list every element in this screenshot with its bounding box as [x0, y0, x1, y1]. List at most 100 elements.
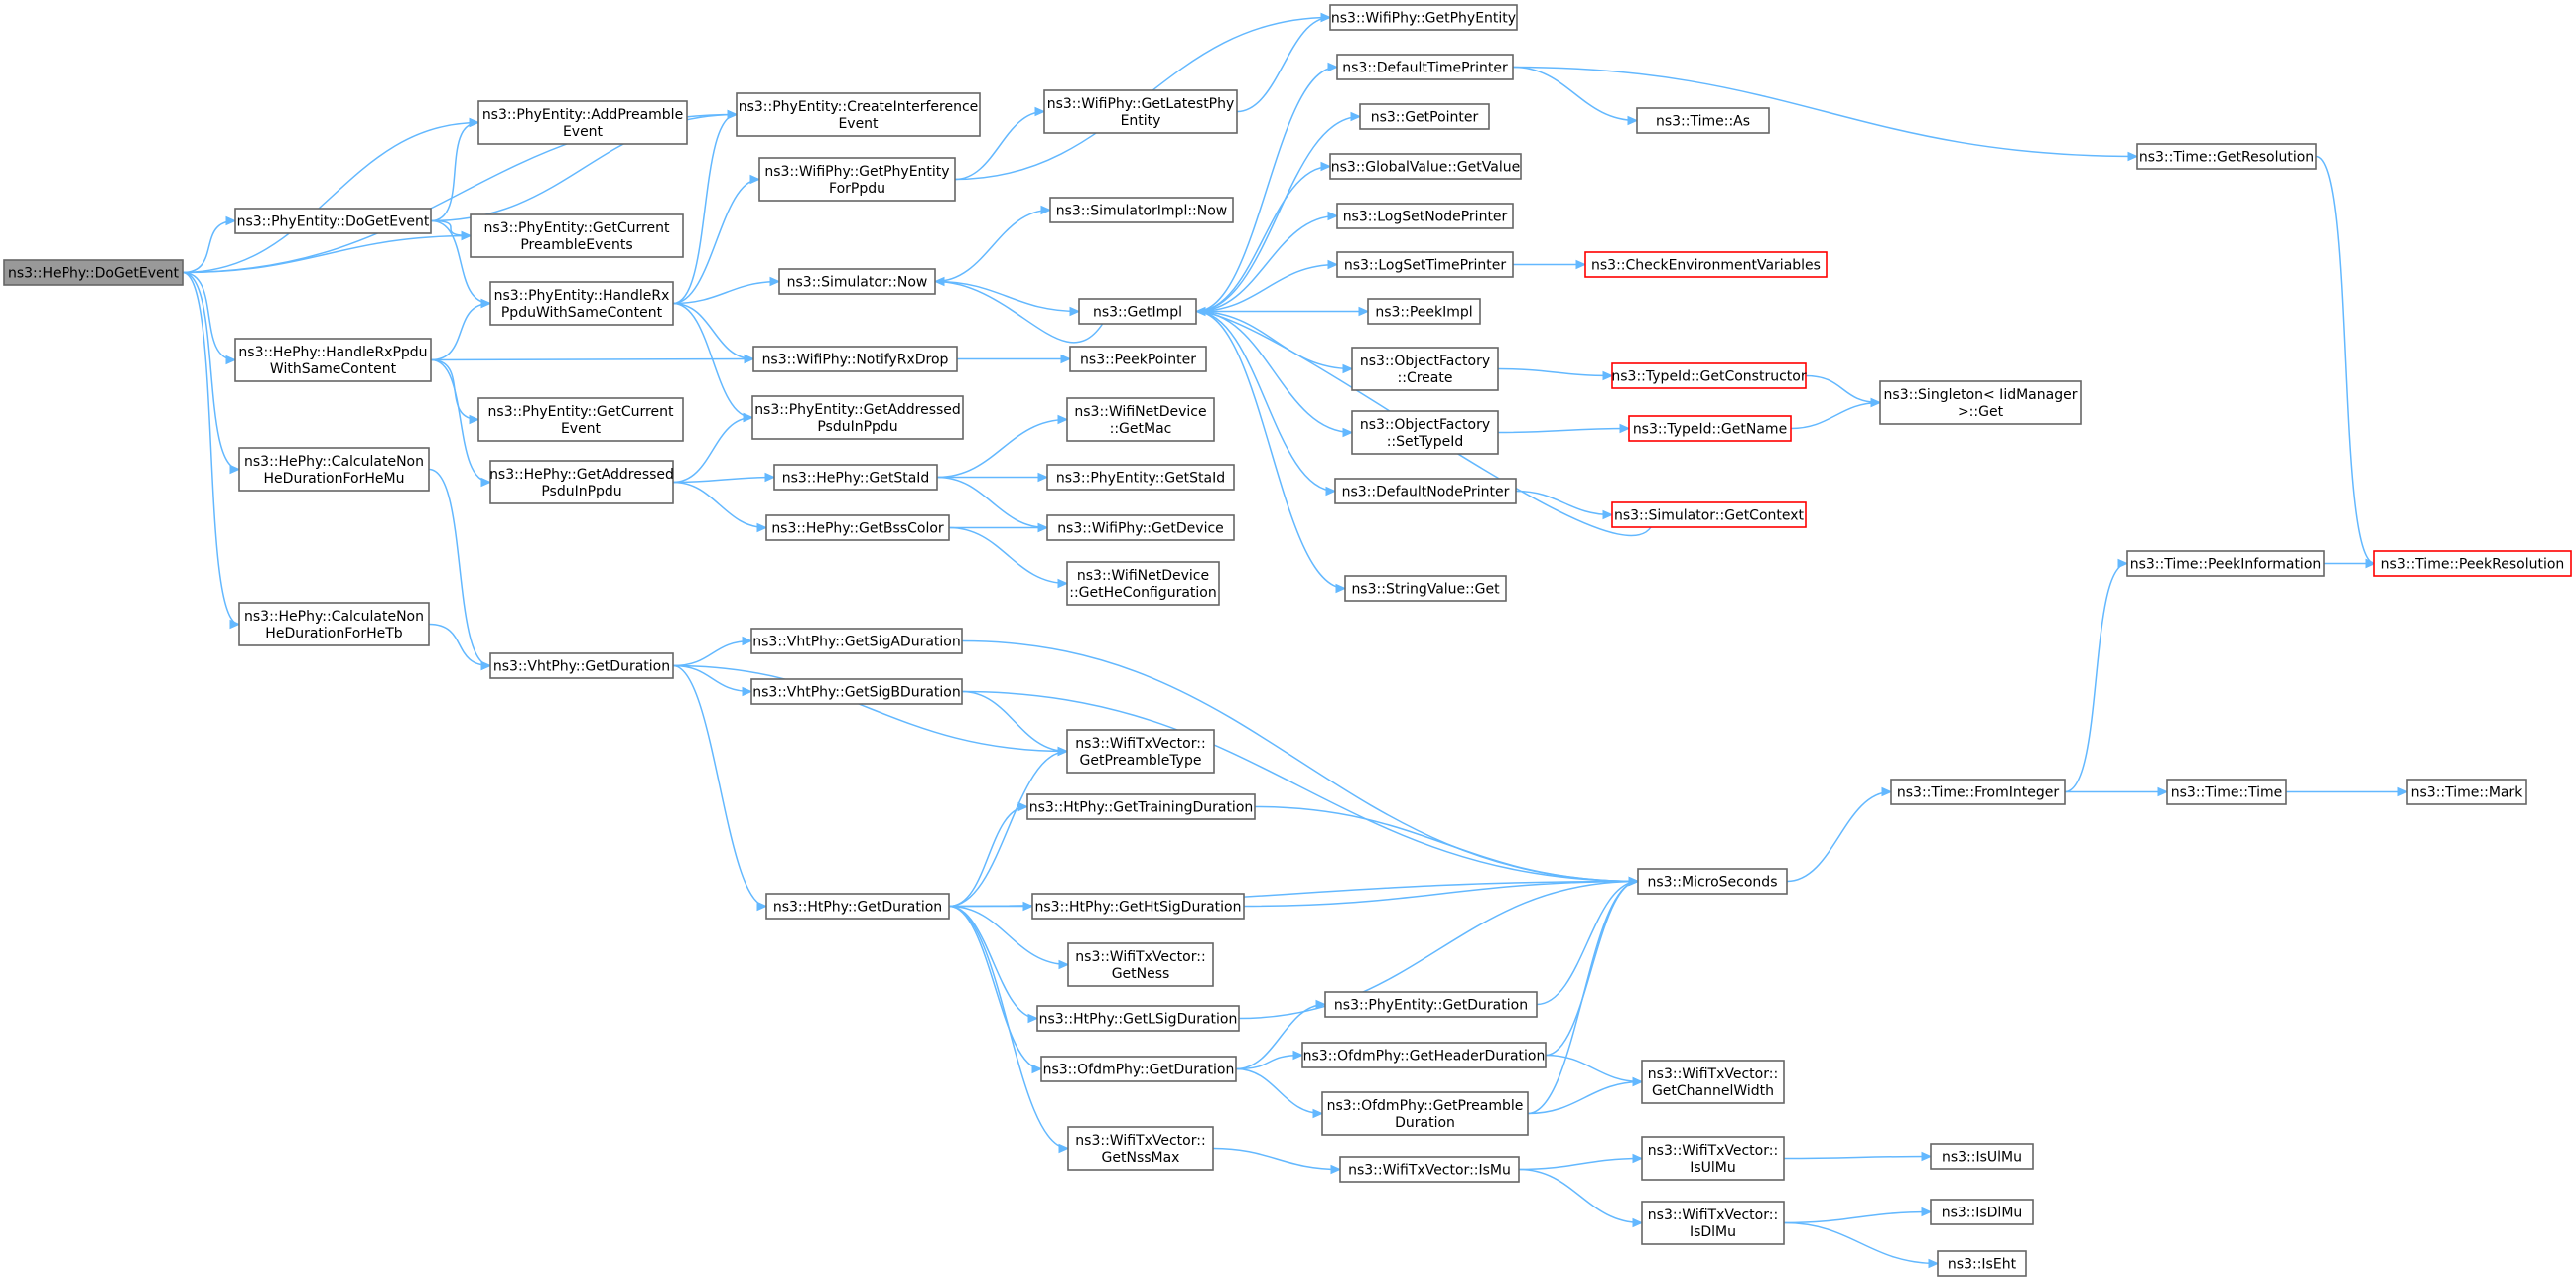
- node-ns3-htphy-gettrainingduration[interactable]: ns3::HtPhy::GetTrainingDuration: [1026, 793, 1256, 820]
- node-ns3-hephy-calculatenon-hedurationforhemu[interactable]: ns3::HePhy::CalculateNonHeDurationForHeM…: [238, 447, 430, 492]
- node-label: PpduWithSameContent: [501, 305, 663, 321]
- node-ns3-getimpl[interactable]: ns3::GetImpl: [1078, 298, 1197, 325]
- arrowhead: [2397, 786, 2409, 797]
- edge-ismu-to-isdlmu: [1518, 1168, 1643, 1224]
- node-ns3-vhtphy-getsigbduration[interactable]: ns3::VhtPhy::GetSigBDuration: [750, 678, 963, 705]
- node-ns3-wifitxvector-getnssmax[interactable]: ns3::WifiTxVector::GetNssMax: [1067, 1126, 1214, 1171]
- edge-htdur-to-pretype: [948, 750, 1068, 908]
- node-ns3-vhtphy-getsigaduration[interactable]: ns3::VhtPhy::GetSigADuration: [750, 628, 963, 654]
- node-ns3-globalvalue-getvalue[interactable]: ns3::GlobalValue::GetValue: [1329, 153, 1522, 180]
- node-ns3-wifiphy-getdevice[interactable]: ns3::WifiPhy::GetDevice: [1046, 514, 1235, 541]
- node-box: [238, 602, 430, 646]
- node-ns3-htphy-gethtsigduration[interactable]: ns3::HtPhy::GetHtSigDuration: [1031, 893, 1245, 920]
- node-ns3-singleton-iidmanager-get[interactable]: ns3::Singleton< IidManager>::Get: [1879, 380, 2082, 425]
- node-ns3-objectfactory-create[interactable]: ns3::ObjectFactory::Create: [1351, 347, 1499, 391]
- node-ns3-htphy-getlsigduration[interactable]: ns3::HtPhy::GetLSigDuration: [1036, 1005, 1240, 1032]
- node-label: ns3::VhtPhy::GetSigBDuration: [752, 685, 961, 701]
- node-ns3-ofdmphy-getduration[interactable]: ns3::OfdmPhy::GetDuration: [1040, 1056, 1237, 1082]
- node-ns3-isulmu[interactable]: ns3::IsUlMu: [1930, 1143, 2034, 1170]
- node-ns3-wifinetdevice-getmac[interactable]: ns3::WifiNetDevice::GetMac: [1066, 397, 1215, 442]
- node-ns3-wifitxvector-getpreambletype[interactable]: ns3::WifiTxVector::GetPreambleType: [1066, 729, 1215, 774]
- node-ns3-htphy-getduration[interactable]: ns3::HtPhy::GetDuration: [765, 893, 950, 920]
- edge-doget-to-addpre: [182, 121, 479, 274]
- node-box: [1628, 415, 1792, 442]
- node-ns3-getpointer[interactable]: ns3::GetPointer: [1359, 103, 1490, 130]
- edge-defnode-to-getctx: [1515, 490, 1613, 516]
- edge-lsig-to-micro: [1238, 880, 1639, 1020]
- node-ns3-logsettimeprinter[interactable]: ns3::LogSetTimePrinter: [1336, 251, 1514, 278]
- node-ns3-wifitxvector-isdlmu[interactable]: ns3::WifiTxVector::IsDlMu: [1641, 1201, 1785, 1245]
- node-ns3-time-frominteger[interactable]: ns3::Time::FromInteger: [1890, 779, 2066, 805]
- node-ns3-peekimpl[interactable]: ns3::PeekImpl: [1367, 298, 1481, 325]
- node-ns3-time-mark[interactable]: ns3::Time::Mark: [2406, 779, 2527, 805]
- arrowhead: [469, 414, 480, 425]
- node-ns3-microseconds[interactable]: ns3::MicroSeconds: [1637, 868, 1788, 895]
- node-ns3-peekpointer[interactable]: ns3::PeekPointer: [1069, 346, 1207, 372]
- node-ns3-wifiphy-notifyrxdrop[interactable]: ns3::WifiPhy::NotifyRxDrop: [752, 346, 958, 372]
- node-label: ns3::LogSetNodePrinter: [1343, 210, 1508, 225]
- node-ns3-typeid-getconstructor[interactable]: ns3::TypeId::GetConstructor: [1611, 362, 1807, 389]
- node-ns3-wifitxvector-getness[interactable]: ns3::WifiTxVector::GetNess: [1067, 942, 1214, 987]
- edge-getimpl-to-simnow: [934, 280, 1104, 344]
- node-ns3-phyentity-dogetevent[interactable]: ns3::PhyEntity::DoGetEvent: [234, 208, 432, 234]
- node-label: ::Create: [1398, 370, 1453, 386]
- edge-handle-to-createint: [672, 113, 738, 305]
- node-label: ns3::IsUlMu: [1942, 1150, 2022, 1166]
- arrowhead: [1057, 578, 1069, 589]
- node-ns3-vhtphy-getduration[interactable]: ns3::VhtPhy::GetDuration: [489, 652, 674, 679]
- node-ns3-simulatorimpl-now[interactable]: ns3::SimulatorImpl::Now: [1049, 197, 1234, 223]
- node-ns3-time-peekinformation[interactable]: ns3::Time::PeekInformation: [2126, 550, 2325, 577]
- node-ns3-phyentity-getduration[interactable]: ns3::PhyEntity::GetDuration: [1324, 991, 1538, 1018]
- node-ns3-simulator-now[interactable]: ns3::Simulator::Now: [778, 268, 936, 295]
- edge-getimpl-to-globalval: [1195, 165, 1331, 313]
- node-ns3-defaulttimeprinter[interactable]: ns3::DefaultTimePrinter: [1336, 54, 1514, 80]
- node-ns3-simulator-getcontext[interactable]: ns3::Simulator::GetContext: [1611, 501, 1807, 528]
- node-ns3-time-time[interactable]: ns3::Time::Time: [2166, 779, 2287, 805]
- arrowhead: [229, 619, 241, 630]
- node-label: ns3::GetPointer: [1371, 110, 1479, 126]
- node-ns3-ofdmphy-getheaderduration[interactable]: ns3::OfdmPhy::GetHeaderDuration: [1301, 1042, 1547, 1068]
- arrowhead: [480, 298, 492, 309]
- node-ns3-typeid-getname[interactable]: ns3::TypeId::GetName: [1628, 415, 1792, 442]
- node-ns3-wifiphy-getphyentity[interactable]: ns3::WifiPhy::GetPhyEntity: [1329, 4, 1518, 31]
- arrowhead: [743, 412, 754, 423]
- edge-hehandle-to-notify: [430, 357, 754, 361]
- node-ns3-time-peekresolution[interactable]: ns3::Time::PeekResolution: [2373, 550, 2572, 577]
- node-ns3-logsetnodeprinter[interactable]: ns3::LogSetNodePrinter: [1336, 203, 1514, 229]
- edge-hehandle-to-hegetaddr: [430, 358, 491, 484]
- node-ns3-iseht[interactable]: ns3::IsEht: [1937, 1250, 2027, 1277]
- node-ns3-wifitxvector-isulmu[interactable]: ns3::WifiTxVector::IsUlMu: [1641, 1136, 1785, 1181]
- edge-phydoget-to-addpre: [430, 121, 479, 222]
- node-ns3-objectfactory-settypeid[interactable]: ns3::ObjectFactory::SetTypeId: [1351, 410, 1499, 455]
- node-ns3-hephy-getbsscolor[interactable]: ns3::HePhy::GetBssColor: [765, 514, 950, 541]
- node-ns3-stringvalue-get[interactable]: ns3::StringValue::Get: [1344, 575, 1507, 602]
- node-ns3-wifitxvector-getchannelwidth[interactable]: ns3::WifiTxVector::GetChannelWidth: [1641, 1060, 1785, 1104]
- node-ns3-time-getresolution[interactable]: ns3::Time::GetResolution: [2136, 143, 2317, 170]
- arrowhead: [2157, 786, 2169, 797]
- node-ns3-wifitxvector-ismu[interactable]: ns3::WifiTxVector::IsMu: [1339, 1156, 1520, 1183]
- node-label: PsduInPpdu: [817, 419, 897, 435]
- node-ns3-isdlmu[interactable]: ns3::IsDlMu: [1930, 1199, 2034, 1225]
- node-ns3-hephy-dogetevent[interactable]: ns3::HePhy::DoGetEvent: [3, 259, 184, 286]
- node-ns3-checkenvironmentvariables[interactable]: ns3::CheckEnvironmentVariables: [1584, 251, 1828, 278]
- edge-hegetaddr-to-getstaid: [672, 476, 775, 484]
- node-ns3-hephy-calculatenon-hedurationforhetb[interactable]: ns3::HePhy::CalculateNonHeDurationForHeT…: [238, 602, 430, 646]
- edge-ofdmpre-to-micro: [1527, 880, 1639, 1115]
- node-ns3-hephy-getstaid[interactable]: ns3::HePhy::GetStaId: [773, 464, 938, 491]
- node-ns3-wifinetdevice-getheconfiguration[interactable]: ns3::WifiNetDevice::GetHeConfiguration: [1066, 561, 1220, 606]
- node-ns3-phyentity-handlerx-ppduwithsamecontent[interactable]: ns3::PhyEntity::HandleRxPpduWithSameCont…: [489, 281, 674, 326]
- node-ns3-defaultnodeprinter[interactable]: ns3::DefaultNodePrinter: [1334, 478, 1517, 504]
- node-ns3-time-as[interactable]: ns3::Time::As: [1636, 107, 1770, 134]
- node-ns3-phyentity-getstaid[interactable]: ns3::PhyEntity::GetStaId: [1046, 464, 1235, 491]
- arrowhead: [480, 477, 492, 488]
